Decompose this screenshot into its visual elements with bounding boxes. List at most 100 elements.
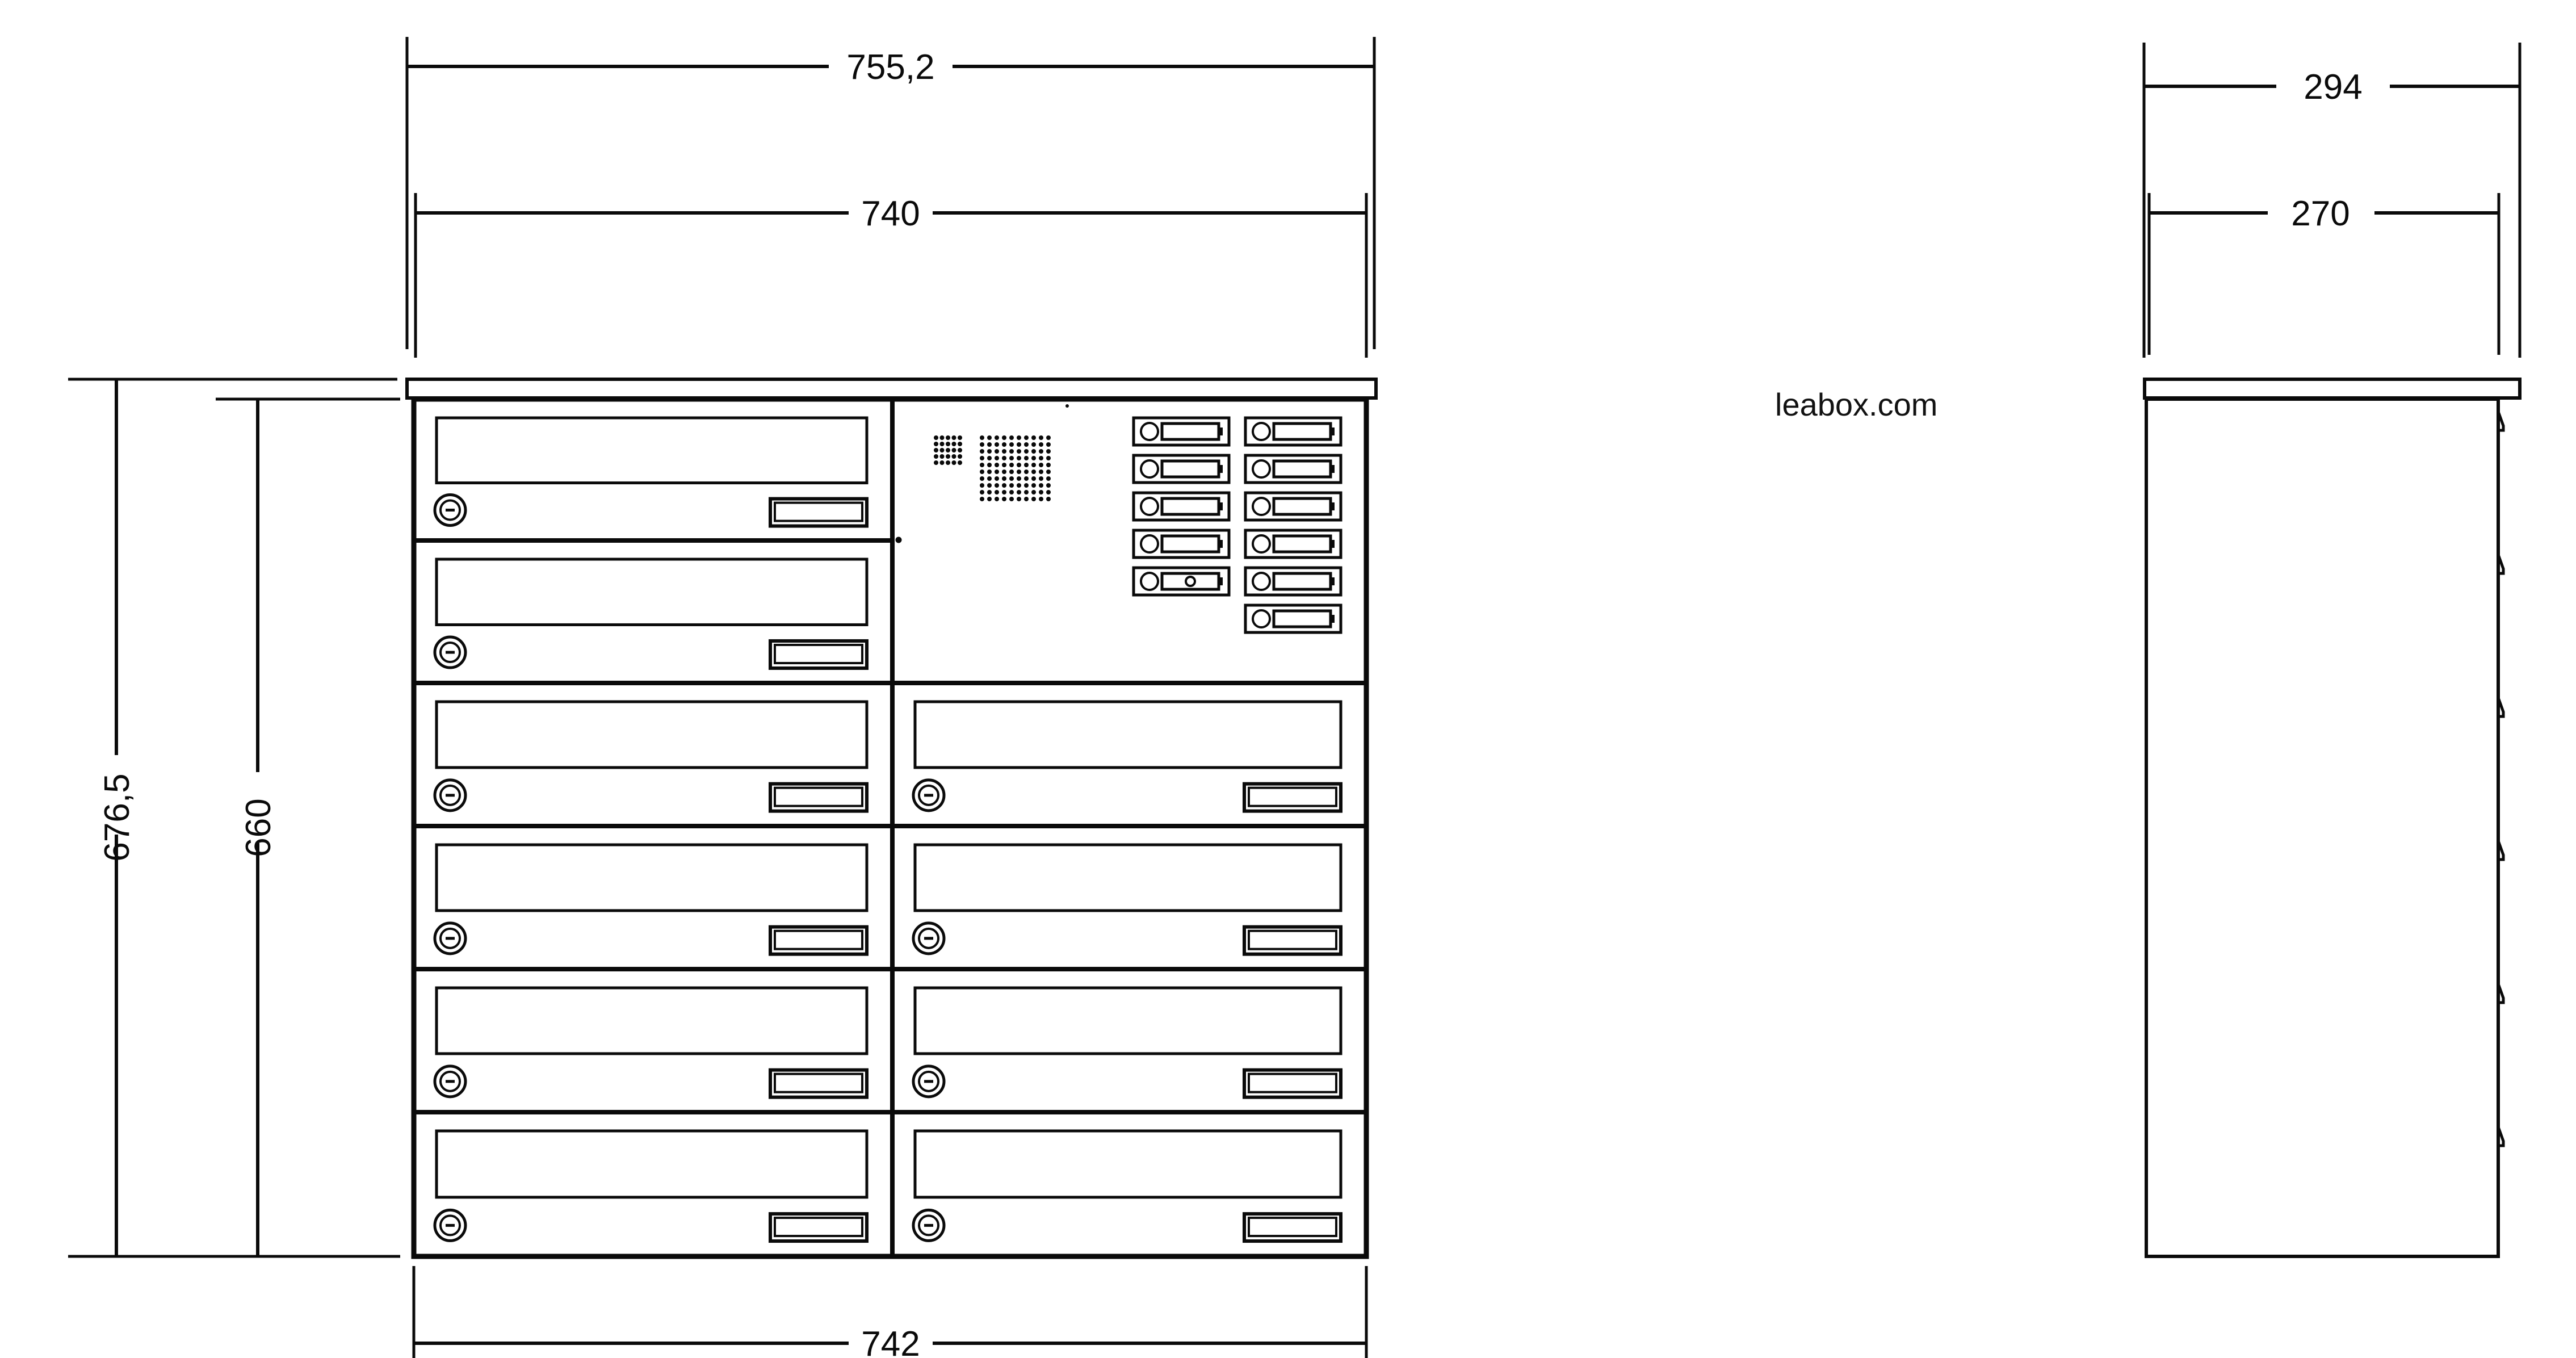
side-body bbox=[2145, 397, 2500, 1258]
speaker-hole bbox=[1002, 449, 1006, 454]
bell-plate bbox=[1244, 529, 1342, 559]
speaker-hole bbox=[980, 470, 984, 474]
speaker-hole bbox=[934, 435, 938, 440]
bell-plate bbox=[1132, 454, 1231, 484]
nameplate bbox=[769, 1068, 869, 1099]
speaker-hole bbox=[980, 490, 984, 494]
bell-nameplate bbox=[1272, 459, 1332, 479]
speaker-hole bbox=[980, 449, 984, 454]
lock-icon bbox=[912, 1208, 946, 1242]
mailbox bbox=[912, 843, 1342, 956]
speaker-hole bbox=[995, 483, 999, 488]
speaker-hole bbox=[1017, 442, 1021, 447]
speaker-hole bbox=[934, 460, 938, 465]
bell-button bbox=[1252, 534, 1271, 554]
speaker-hole bbox=[1017, 449, 1021, 454]
speaker-hole bbox=[980, 497, 984, 501]
speaker-hole bbox=[987, 483, 992, 488]
speaker-hole bbox=[951, 460, 956, 465]
lock-icon bbox=[433, 1064, 467, 1099]
bell-tab bbox=[1331, 465, 1335, 473]
bell-tab bbox=[1219, 577, 1223, 585]
speaker-hole bbox=[1017, 470, 1021, 474]
bell-nameplate bbox=[1272, 609, 1332, 628]
lock-cylinder bbox=[439, 1070, 461, 1092]
bell-button-with-nameplate-icon bbox=[1244, 603, 1342, 634]
lock-cylinder bbox=[918, 1070, 939, 1092]
speaker-hole bbox=[1017, 476, 1021, 481]
bell-button-with-nameplate-icon bbox=[1244, 491, 1342, 522]
bell-nameplate bbox=[1160, 422, 1220, 441]
bell-button-with-nameplate-icon bbox=[1132, 416, 1231, 447]
mailbox bbox=[912, 700, 1342, 813]
speaker-hole bbox=[934, 448, 938, 452]
lock-cylinder bbox=[918, 927, 939, 949]
speaker-hole bbox=[951, 454, 956, 459]
speaker-hole bbox=[995, 463, 999, 467]
speaker-hole bbox=[1039, 497, 1043, 501]
bell-plate bbox=[1244, 491, 1342, 522]
bell-tab bbox=[1331, 615, 1335, 623]
speaker-hole bbox=[1024, 490, 1029, 494]
speaker-hole bbox=[958, 435, 962, 440]
bell-nameplate bbox=[1272, 534, 1332, 554]
speaker-hole bbox=[1009, 449, 1014, 454]
dim-overall-width-label: 755,2 bbox=[846, 48, 934, 87]
speaker-hole bbox=[1031, 490, 1036, 494]
speaker-hole bbox=[1024, 483, 1029, 488]
speaker-hole bbox=[1017, 490, 1021, 494]
side-top-cap bbox=[2143, 378, 2522, 400]
mailbox bbox=[433, 986, 869, 1099]
bell-button bbox=[1140, 572, 1159, 591]
speaker-hole bbox=[1046, 497, 1051, 501]
speaker-hole bbox=[1009, 435, 1014, 440]
bell-tab bbox=[1219, 502, 1223, 510]
speaker-hole bbox=[1024, 463, 1029, 467]
dim-overall-height-label: 676,5 bbox=[98, 773, 137, 861]
bell-button bbox=[1252, 422, 1271, 441]
nameplate bbox=[1243, 925, 1342, 956]
mailbox bbox=[912, 1129, 1342, 1243]
speaker-hole bbox=[1017, 456, 1021, 460]
bell-plate bbox=[1244, 566, 1342, 597]
lock-cylinder bbox=[439, 784, 461, 806]
bell-plate bbox=[1244, 603, 1342, 634]
speaker-hole bbox=[951, 435, 956, 440]
bell-button bbox=[1140, 459, 1159, 479]
speaker-hole bbox=[1002, 463, 1006, 467]
speaker-hole bbox=[1031, 456, 1036, 460]
speaker-hole bbox=[1046, 476, 1051, 481]
dim-body-width-top-label: 740 bbox=[861, 194, 920, 233]
speaker-hole bbox=[1031, 497, 1036, 501]
mailbox bbox=[433, 416, 869, 528]
nameplate-window bbox=[1248, 1072, 1337, 1093]
speaker-hole bbox=[1009, 470, 1014, 474]
mail-slot bbox=[435, 700, 869, 769]
mail-slot bbox=[913, 1129, 1342, 1199]
bell-tab bbox=[1219, 427, 1223, 435]
bell-nameplate bbox=[1160, 459, 1220, 479]
nameplate-window bbox=[774, 501, 863, 522]
bell-button-with-nameplate-icon bbox=[1244, 454, 1342, 484]
speaker-hole bbox=[1039, 463, 1043, 467]
dim-side-overall-depth-label: 294 bbox=[2304, 68, 2362, 107]
nameplate bbox=[1243, 1068, 1342, 1099]
speaker-hole bbox=[987, 442, 992, 447]
speaker-hole bbox=[1031, 476, 1036, 481]
bell-plate bbox=[1132, 566, 1231, 597]
dim-body-height-label: 660 bbox=[239, 798, 278, 857]
nameplate-window bbox=[774, 1072, 863, 1093]
bell-nameplate bbox=[1272, 422, 1332, 441]
bell-tab bbox=[1219, 465, 1223, 473]
mailbox bbox=[912, 986, 1342, 1099]
speaker-hole bbox=[1024, 476, 1029, 481]
speaker-hole bbox=[1046, 463, 1051, 467]
speaker-hole bbox=[1046, 470, 1051, 474]
bell-nameplate bbox=[1160, 497, 1220, 516]
speaker-hole bbox=[995, 456, 999, 460]
nameplate bbox=[769, 497, 869, 528]
speaker-hole bbox=[1031, 442, 1036, 447]
speaker-hole bbox=[987, 497, 992, 501]
lock-icon bbox=[433, 493, 467, 527]
